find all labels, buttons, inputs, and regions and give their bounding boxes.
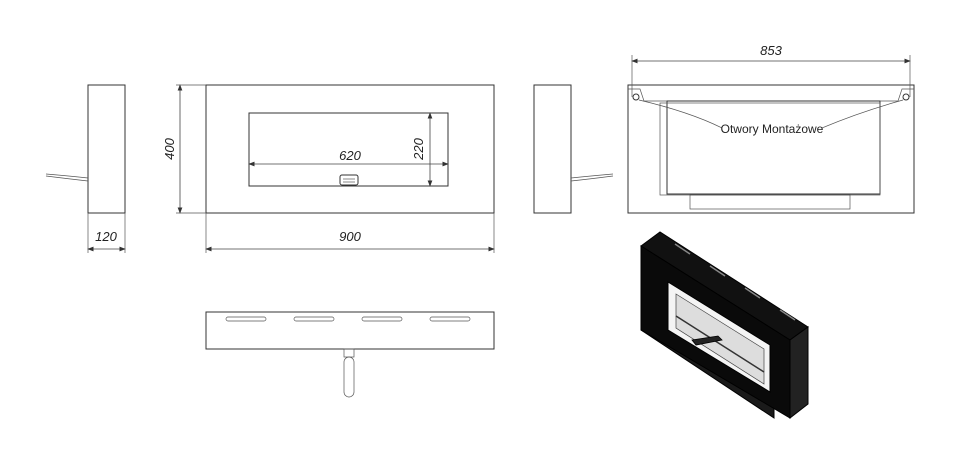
opening-height-label: 220 — [411, 137, 426, 160]
opening-width-dimension: 620 — [248, 148, 449, 167]
height-label: 400 — [162, 137, 177, 159]
width-dimension: 900 — [205, 213, 495, 253]
depth-dimension: 120 — [87, 213, 126, 253]
mounting-span-dimension: 853 — [631, 43, 911, 97]
mounting-hole-left — [632, 93, 640, 101]
front-view — [205, 84, 495, 214]
isometric-view — [640, 231, 809, 420]
side-view-left — [45, 84, 126, 214]
width-label: 900 — [339, 229, 361, 244]
depth-label: 120 — [95, 229, 117, 244]
mounting-span-label: 853 — [760, 43, 782, 58]
opening-width-label: 620 — [339, 148, 361, 163]
side-view-right — [533, 84, 614, 214]
mounting-hole-right — [902, 93, 910, 101]
opening-height-dimension: 220 — [411, 112, 433, 187]
top-view — [205, 311, 495, 398]
rear-view: Otwory Montażowe — [627, 84, 915, 214]
mounting-holes-label: Otwory Montażowe — [721, 122, 824, 136]
height-dimension: 400 — [162, 84, 206, 214]
